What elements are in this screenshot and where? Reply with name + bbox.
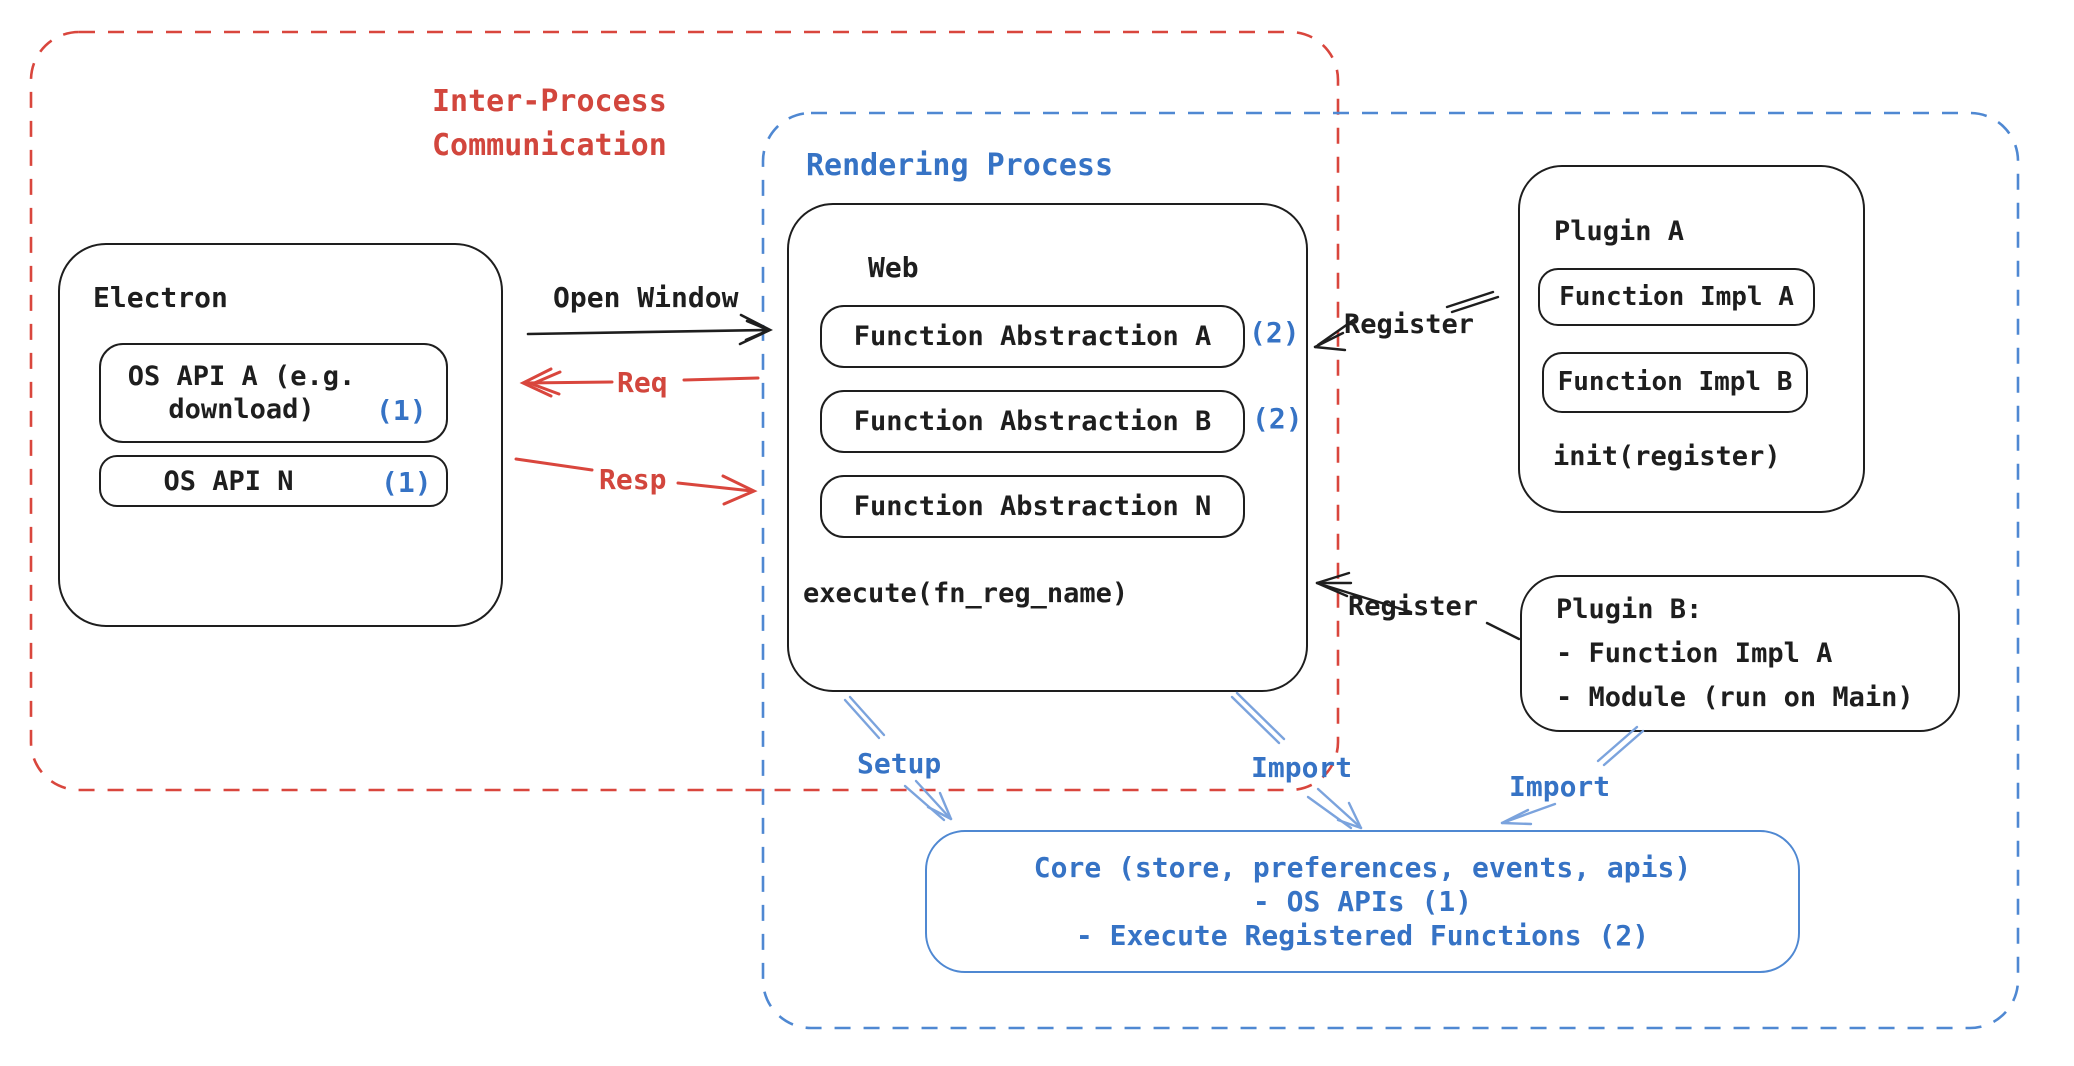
register-top-arrow <box>1313 290 1500 352</box>
function-abstraction-a-label: Function Abstraction A <box>853 321 1212 352</box>
plugin-b-item1: - Function Impl A <box>1556 637 1833 669</box>
electron-title: Electron <box>93 281 228 314</box>
plugin-a-title: Plugin A <box>1554 216 1685 247</box>
rendering-dashed-border <box>761 111 2020 1030</box>
function-impl-b-label: Function Impl B <box>1557 367 1793 397</box>
register-top-label: Register <box>1344 309 1475 340</box>
web-box <box>787 203 1308 692</box>
ipc-dashed-border <box>29 30 1340 792</box>
import-mid-arrow <box>1230 691 1363 830</box>
os-api-a-box: OS API A (e.g. download) <box>99 343 448 443</box>
core-line1: Core (store, preferences, events, apis) <box>1033 850 1692 884</box>
function-abstraction-b-ref: (2) <box>1252 402 1303 435</box>
plugin-a-box <box>1518 165 1865 513</box>
core-line3: - Execute Registered Functions (2) <box>1075 918 1650 952</box>
function-abstraction-n-box: Function Abstraction N <box>820 475 1245 538</box>
setup-label: Setup <box>857 747 942 780</box>
register-bottom-label: Register <box>1348 591 1479 622</box>
register-bottom-arrow <box>1315 571 1521 641</box>
function-impl-a-box: Function Impl A <box>1538 268 1815 326</box>
ipc-label: Inter-Process Communication <box>432 80 667 168</box>
req-label: Req <box>617 366 668 399</box>
function-abstraction-a-ref: (2) <box>1249 316 1300 349</box>
electron-box <box>58 243 503 627</box>
import-mid-label: Import <box>1251 751 1353 784</box>
resp-arrow <box>514 457 758 506</box>
os-api-n-ref: (1) <box>381 466 432 499</box>
os-api-a-ref: (1) <box>376 394 427 427</box>
function-abstraction-a-box: Function Abstraction A <box>820 305 1245 368</box>
os-api-n-box: OS API N <box>99 455 448 507</box>
execute-label: execute(fn_reg_name) <box>803 578 1129 609</box>
plugin-b-box: Plugin B: - Function Impl A - Module (ru… <box>1520 575 1960 732</box>
ipc-label-line2: Communication <box>432 128 667 163</box>
open-window-arrow <box>526 313 773 346</box>
os-api-a-line1: OS API A (e.g. <box>127 361 356 392</box>
resp-label: Resp <box>599 463 667 496</box>
import-right-label: Import <box>1509 770 1611 803</box>
plugin-b-title: Plugin B: <box>1556 593 1703 625</box>
plugin-b-item2: - Module (run on Main) <box>1556 681 1914 713</box>
core-box: Core (store, preferences, events, apis) … <box>925 830 1800 973</box>
import-right-arrow <box>1500 725 1645 826</box>
os-api-n-label: OS API N <box>163 465 294 497</box>
open-window-label: Open Window <box>553 281 739 314</box>
plugin-a-init-label: init(register) <box>1553 441 1781 472</box>
ipc-label-line1: Inter-Process <box>432 84 667 119</box>
function-impl-b-box: Function Impl B <box>1542 352 1808 413</box>
function-abstraction-b-label: Function Abstraction B <box>853 406 1212 437</box>
setup-arrow <box>843 695 953 822</box>
function-impl-a-label: Function Impl A <box>1559 281 1794 312</box>
function-abstraction-b-box: Function Abstraction B <box>820 390 1245 453</box>
req-arrow <box>519 367 760 398</box>
core-line2: - OS APIs (1) <box>1252 884 1473 918</box>
web-title: Web <box>868 251 919 284</box>
function-abstraction-n-label: Function Abstraction N <box>853 491 1212 522</box>
os-api-a-line2: download) <box>168 394 315 425</box>
rendering-process-label: Rendering Process <box>806 148 1114 183</box>
